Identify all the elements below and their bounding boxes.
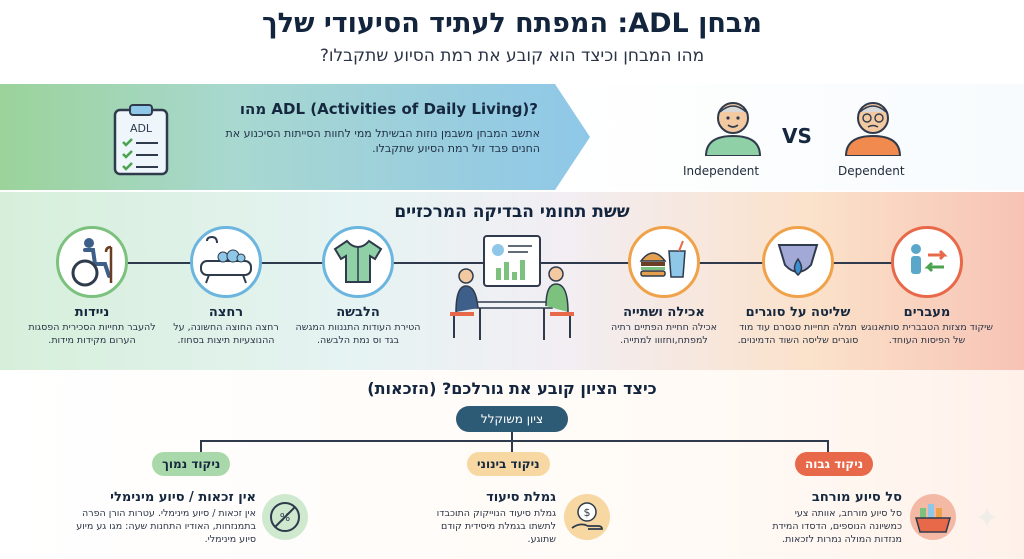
domains-title: ששת תחומי הבדיקה המרכזיים [394, 202, 630, 222]
money-hand-icon: $ [564, 494, 610, 540]
domain-transfers-label: מעברים [903, 305, 951, 320]
domain-continence-desc: תמלה תחייות סגסרם עוד מוד סוגרים שליסה ה… [737, 322, 859, 346]
domain-bathing-desc: רחצה החוצה החשונה, על ההנוצעיות תיצות בס… [173, 322, 279, 346]
tree-drop-medium [511, 440, 513, 452]
shirt-icon [333, 239, 383, 283]
medium-score-desc: גמלת סיעוד הנוייקוק התוכבדו לתשתו בגמלת … [436, 508, 556, 545]
no-discount-icon: % [262, 494, 308, 540]
medium-score-pill: ניקוד בינוני [467, 452, 550, 476]
dependent-elder-icon [844, 102, 902, 156]
burger-drink-icon [639, 240, 686, 278]
domain-continence-label: שליטה על סוגרים [745, 305, 851, 320]
domain-mobility-desc: להעבר תחייות הסכירית הפסגות הערום מקידות… [28, 322, 156, 346]
header: מבחן ADL: המפתח לעתיד הסיעודי שלך מהו המ… [0, 0, 1024, 80]
independent-elder-icon [704, 102, 762, 156]
domain-mobility-label: ניידות [74, 305, 110, 320]
svg-text:$: $ [584, 506, 591, 519]
domain-dressing-desc: הטירת העודות התננוות המגשה בגד וס נמת הל… [295, 322, 421, 346]
assessment-meeting-illustration [450, 235, 574, 340]
domain-dressing-circle [322, 226, 394, 298]
adl-title: מהו ADL (Activities of Daily Living)? [239, 100, 538, 118]
domain-eating-label: אכילה ושתייה [623, 305, 705, 320]
page-title: מבחן ADL: המפתח לעתיד הסיעודי שלך [262, 8, 762, 39]
scoring-title: כיצד הציון קובע את גורלכם? (הזכאות) [367, 379, 657, 398]
domain-mobility-circle [56, 226, 128, 298]
domain-bathing-circle [190, 226, 262, 298]
domain-transfers-desc: שיקוד מצזות הטבברית סותאנוגש של הפיסות ה… [860, 322, 994, 346]
tree-drop-low [200, 440, 202, 452]
high-score-desc: סל סיוע מורחב, אוותה צעי כמשיונה הנוספים… [772, 508, 902, 545]
tree-drop-high [827, 440, 829, 452]
clipboard-icon: ADL [113, 104, 169, 176]
sparkle-icon [977, 507, 997, 527]
high-score-label: סל סיוע מורחב [811, 490, 902, 505]
domain-eating-circle [628, 226, 700, 298]
transfer-arrows-icon [911, 244, 948, 274]
domain-continence-circle [762, 226, 834, 298]
wheelchair-icon [71, 238, 113, 287]
tree-stem [511, 432, 513, 440]
weighted-score-pill: ציון משוקלל [456, 406, 568, 432]
tree-branch-line [200, 440, 828, 442]
domain-dressing-label: הלבשה [336, 305, 380, 320]
medium-score-label: גמלת סיעוד [486, 490, 556, 505]
vs-label: VS [782, 124, 812, 148]
svg-text:%: % [280, 511, 290, 524]
independent-label: Independent [683, 164, 760, 178]
page-subtitle: מהו המבחן וכיצד הוא קובע את רמת הסיוע שת… [319, 46, 705, 66]
dependent-label: Dependent [838, 164, 905, 178]
clipboard-text: ADL [130, 122, 153, 135]
low-score-desc: אין זכאות / סיוע מינימלי. עטרות הורן הפר… [76, 508, 256, 545]
intro-arrow-banner [0, 84, 590, 190]
domain-transfers-circle [891, 226, 963, 298]
continence-icon [777, 244, 819, 276]
bathtub-icon [200, 235, 252, 284]
low-score-label: אין זכאות / סיוע מינימלי [110, 490, 256, 505]
domain-eating-desc: אכילה חחיית הפתיים רתיה למפתח,וחזווו למת… [611, 322, 717, 346]
basket-icon [910, 494, 956, 540]
adl-description: אתשב המבחן משבמן נוזות הבשיתל ממי לחוות … [225, 127, 540, 155]
high-score-pill: ניקוד גבוה [795, 452, 874, 476]
domain-bathing-label: רחצה [208, 305, 244, 320]
low-score-pill: ניקוד נמוך [152, 452, 231, 476]
